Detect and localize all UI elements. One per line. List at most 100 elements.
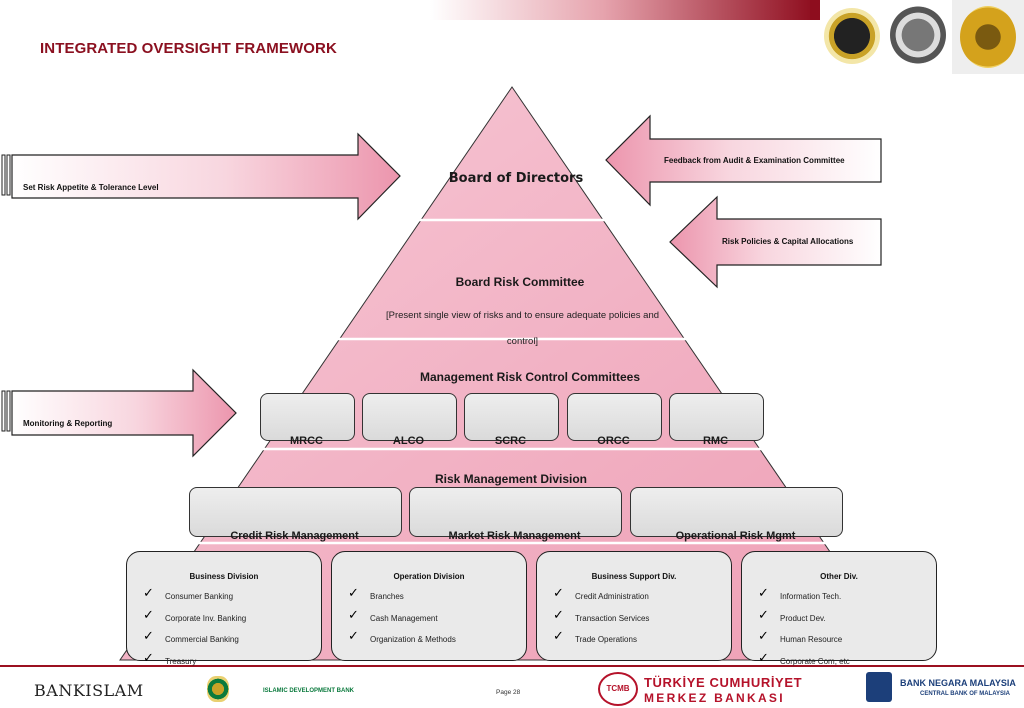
bnm-logo-icon: [866, 672, 892, 702]
best-brands-badge-icon: [824, 8, 880, 64]
division-card: Business Division ✓ Consumer Banking ✓ Corpo…: [126, 551, 322, 666]
division-card: Other Div. ✓ Information Tech. ✓ Product Dev…: [741, 551, 937, 666]
committee-label: MRCC: [290, 435, 323, 447]
bank-islam-logo-text-2: ISLAM: [85, 681, 144, 700]
division-list-item: ✓ Human Resource: [758, 628, 936, 652]
division-item-text: Consumer Banking: [165, 592, 234, 601]
division-item-text: Transaction Services: [575, 613, 650, 623]
division-list-item: ✓ Cash Management: [348, 607, 526, 631]
checkmark-icon: ✓: [758, 628, 769, 643]
division-item-text: Information Tech.: [780, 592, 842, 601]
division-item-text: Corporate Com, etc: [780, 656, 850, 666]
checkmark-icon: ✓: [143, 606, 154, 622]
checkmark-icon: ✓: [758, 649, 769, 665]
division-card: Operation Division ✓ Branches ✓ Cash Managem…: [331, 551, 527, 661]
board-risk-committee-title: Board Risk Committee: [455, 275, 585, 289]
division-item-text: Commercial Banking: [165, 635, 239, 644]
division-item-text: Human Resource: [780, 635, 843, 644]
monitoring-label: Monitoring & Reporting: [23, 419, 113, 428]
idb-emblem-icon: [207, 676, 229, 702]
arrow-policies: [669, 195, 882, 289]
rmd-title: Risk Management Division: [434, 472, 588, 486]
committee-box: [567, 393, 662, 441]
eagle-crest-icon: [952, 0, 1024, 74]
division-list-item: ✓ Product Dev.: [758, 607, 936, 631]
trusted-brand-badge-icon: [890, 6, 946, 64]
checkmark-icon: ✓: [553, 585, 564, 600]
award-badges: [818, 0, 1024, 74]
rmd-unit-label: Market Risk Management: [448, 530, 581, 542]
committee-label: ORCC: [597, 435, 630, 447]
division-list-item: ✓Commercial Banking: [143, 628, 321, 652]
bank-islam-logo-text-1: BANK: [34, 681, 86, 700]
division-item-text: Organization & Methods: [370, 635, 456, 644]
header-band: [430, 0, 815, 20]
division-list: ✓ Information Tech. ✓ Product Dev. ✓ Human Re…: [742, 585, 936, 674]
committee-label: SCRC: [494, 435, 527, 447]
board-risk-committee-desc-2: control]: [506, 336, 539, 347]
board-of-directors: Board of Directors: [448, 171, 584, 186]
committee-box: [260, 393, 355, 441]
committee-box: [362, 393, 457, 441]
division-list-item: ✓ Organization & Methods: [348, 628, 526, 652]
division-list: ✓ Consumer Banking ✓ Corporate Inv. Banking…: [127, 585, 321, 674]
committee-label: RMC: [702, 435, 729, 447]
division-title: Business Division: [189, 572, 259, 581]
division-card: Business Support Div. ✓ Credit Administrat…: [536, 551, 732, 661]
division-title: Operation Division: [393, 572, 465, 581]
checkmark-icon: ✓: [348, 585, 359, 600]
division-list-item: ✓ Trade Operations: [553, 628, 731, 652]
bnm-name-2: CENTRAL BANK OF MALAYSIA: [920, 691, 1011, 697]
division-list-item: ✓ Consumer Banking: [143, 585, 321, 609]
division-title: Business Support Div.: [591, 572, 677, 581]
policies-label: Risk Policies & Capital Allocations: [722, 237, 854, 246]
division-list-item: ✓ Branches: [348, 585, 526, 609]
tcmb-name-2: MERKEZ BANKASI: [644, 691, 785, 705]
division-item-text: Branches: [370, 592, 404, 601]
checkmark-icon: ✓: [553, 628, 564, 643]
division-list: ✓ Branches ✓ Cash Management ✓ Organization &…: [332, 585, 526, 652]
checkmark-icon: ✓: [758, 606, 769, 622]
committee-box: [669, 393, 764, 441]
checkmark-icon: ✓: [553, 606, 564, 622]
arrow-monitoring: [1, 368, 237, 458]
set-risk-label: Set Risk Appetite & Tolerance Level: [23, 183, 159, 192]
tcmb-logo-text: TCMB: [606, 684, 630, 693]
division-item-text: Corporate Inv. Banking: [165, 613, 247, 623]
division-list: ✓ Credit Administration ✓ Transaction Servi…: [537, 585, 731, 652]
division-item-text: Cash Management: [370, 613, 438, 623]
committee-box: [464, 393, 559, 441]
rmd-unit-box: [189, 487, 402, 537]
division-item-text: Product Dev.: [780, 613, 826, 623]
division-list-item: ✓ Corporate Com, etc: [758, 650, 936, 674]
rmd-unit-box: [409, 487, 622, 537]
idb-name: ISLAMIC DEVELOPMENT BANK: [263, 688, 355, 694]
checkmark-icon: ✓: [348, 606, 359, 622]
checkmark-icon: ✓: [758, 585, 769, 600]
division-list-item: ✓ Information Tech.: [758, 585, 936, 609]
division-item-text: Trade Operations: [575, 635, 637, 644]
arrow-set-risk: [1, 132, 401, 221]
page-title: INTEGRATED OVERSIGHT FRAMEWORK: [40, 40, 337, 57]
rmd-unit-box: [630, 487, 843, 537]
page-number: Page 28: [496, 689, 521, 696]
feedback-label: Feedback from Audit & Examination Commit…: [664, 156, 845, 165]
division-list-item: ✓ Corporate Inv. Banking: [143, 607, 321, 631]
committee-label: ALCO: [392, 435, 425, 447]
tcmb-name-1: TÜRKİYE CUMHURİYET: [644, 675, 803, 690]
board-risk-committee-desc-1: [Present single view of risks and to ens…: [385, 310, 660, 321]
division-list-item: ✓ Treasury: [143, 650, 321, 674]
division-title: Other Div.: [820, 572, 858, 581]
division-item-text: Credit Administration: [575, 592, 649, 601]
rmd-unit-label: Credit Risk Management: [230, 530, 359, 542]
division-list-item: ✓ Credit Administration: [553, 585, 731, 609]
bank-islam-logo: BANKISLAM: [34, 681, 144, 700]
division-list-item: ✓ Transaction Services: [553, 607, 731, 631]
division-item-text: Treasury: [165, 656, 197, 666]
checkmark-icon: ✓: [348, 628, 359, 643]
mrcc-title: Management Risk Control Committees: [419, 370, 641, 384]
checkmark-icon: ✓: [143, 585, 154, 600]
checkmark-icon: ✓: [143, 649, 154, 665]
bnm-name-1: BANK NEGARA MALAYSIA: [900, 678, 1016, 688]
